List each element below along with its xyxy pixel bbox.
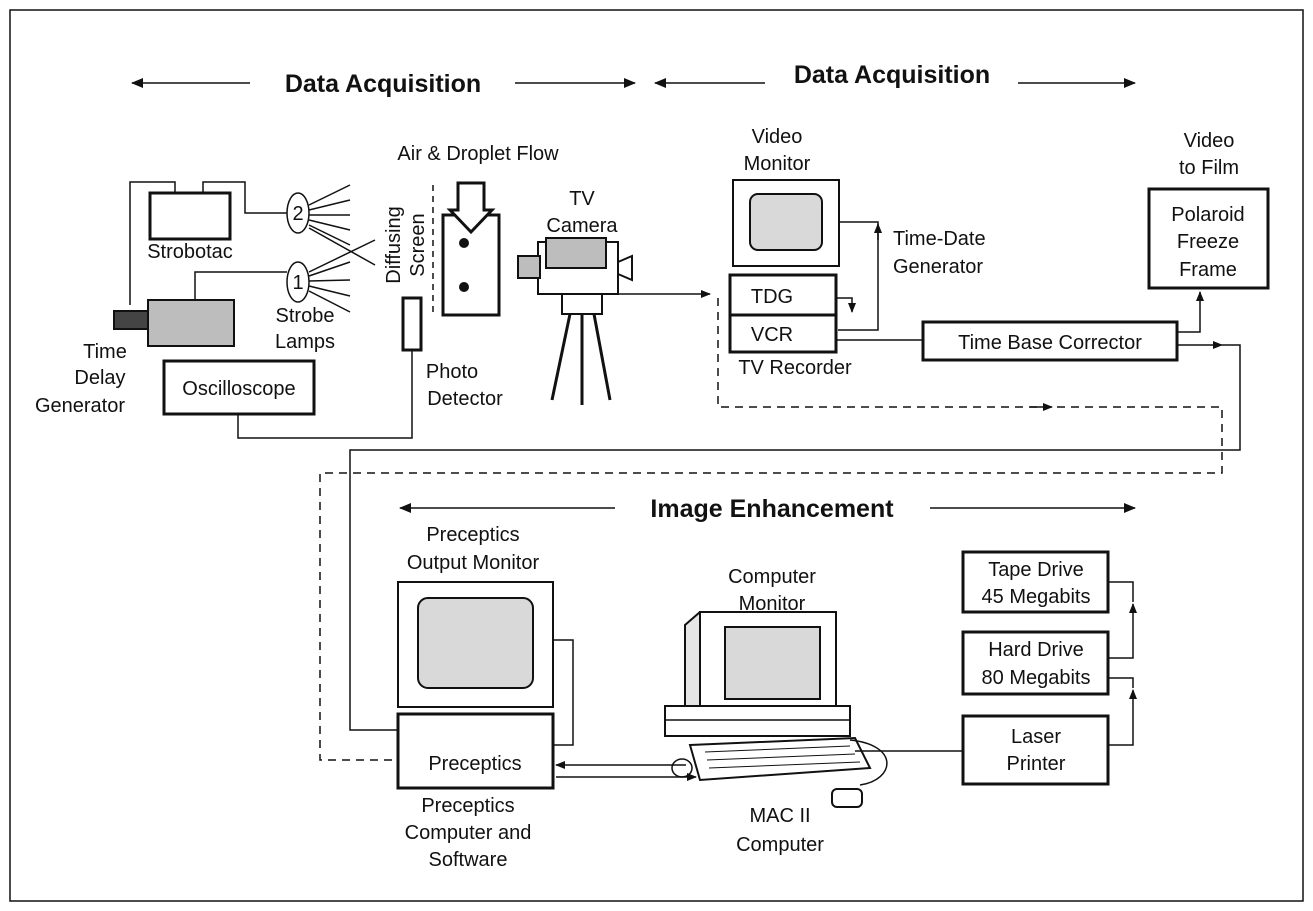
arrow-to-tape (1108, 603, 1137, 659)
header-acquisition-left: Data Acquisition (131, 70, 636, 98)
arrow-to-hard (1108, 689, 1137, 746)
time-base-corrector-label: Time Base Corrector (958, 332, 1142, 354)
strobe-lamps-label-1: Strobe (276, 305, 335, 327)
preceptics-computer-box (396, 712, 555, 790)
vcr-box (728, 313, 838, 354)
header-enhancement: Image Enhancement (399, 495, 1136, 523)
mac-label-1: MAC II (749, 805, 810, 827)
mac-computer (664, 611, 888, 808)
strobotac-box (148, 191, 232, 241)
preceptics-monitor-label-1: Preceptics (426, 524, 519, 546)
video-film-label-1: Video (1184, 130, 1235, 152)
time-date-label-2: Generator (893, 256, 983, 278)
dashed-bypass-line (319, 298, 1223, 761)
wire-tdg-strobotac (129, 181, 176, 305)
tv-camera-label-2: Camera (546, 215, 618, 237)
video-monitor-label-1: Video (752, 126, 803, 148)
time-delay-generator-box (147, 299, 235, 347)
light-rays (308, 184, 376, 313)
preceptics-box-label: Preceptics (428, 753, 521, 775)
time-date-label-1: Time-Date (893, 228, 986, 250)
tdg-label-3: Generator (35, 395, 125, 417)
air-flow-label: Air & Droplet Flow (397, 143, 559, 165)
laser-printer-box (961, 714, 1110, 786)
diffusing-label: Diffusing (383, 206, 405, 283)
polaroid-label-3: Frame (1179, 259, 1237, 281)
vcr-box-label: VCR (751, 324, 793, 346)
computer-monitor-label-2: Monitor (739, 593, 806, 615)
lamp-1-number: 1 (292, 272, 303, 294)
tape-drive-label-2: 45 Megabits (982, 586, 1091, 608)
video-monitor-screen (749, 193, 823, 251)
lamp-2-number: 2 (292, 203, 303, 225)
tdg-label-2: Delay (74, 367, 125, 389)
screen-label: Screen (407, 213, 429, 276)
polaroid-box (1147, 187, 1270, 290)
hard-drive-label-1: Hard Drive (988, 639, 1084, 661)
wire-photodetector-oscilloscope (237, 350, 413, 439)
polaroid-label-1: Polaroid (1171, 204, 1244, 226)
tdg-label-1: Time (83, 341, 127, 363)
wire-tape (1108, 581, 1134, 602)
preceptics-computer-label-2: Computer and (405, 822, 532, 844)
tape-drive-box (961, 550, 1110, 614)
polaroid-label-2: Freeze (1177, 231, 1239, 253)
wire-tbc-preceptics (349, 344, 1241, 731)
time-base-corrector-box (921, 320, 1179, 362)
section-title-enhancement: Image Enhancement (650, 495, 894, 523)
wire-tdg-lamp1 (194, 271, 287, 300)
tape-drive-label-1: Tape Drive (988, 559, 1084, 581)
outer-frame (9, 9, 1304, 902)
strobe-lamp-2 (286, 192, 310, 234)
section-title-acquisition-right: Data Acquisition (794, 61, 990, 89)
hard-drive-box (961, 630, 1110, 696)
computer-monitor-label-1: Computer (728, 566, 816, 588)
video-film-label-2: to Film (1179, 157, 1239, 179)
tv-recorder-label: TV Recorder (738, 357, 852, 379)
strobe-lamps-label-2: Lamps (275, 331, 335, 353)
strobe-lamp-1 (286, 261, 310, 303)
wire-hard (1108, 677, 1134, 688)
video-monitor-label-2: Monitor (744, 153, 811, 175)
wire-tbc-polaroid (1177, 291, 1204, 333)
wire-monitor-preceptics (553, 639, 574, 746)
section-title-acquisition-left: Data Acquisition (285, 70, 481, 98)
photo-detector (401, 296, 423, 352)
wire-monitor-vcr (838, 221, 879, 331)
mac-label-2: Computer (736, 834, 824, 856)
tdg-box (728, 273, 838, 317)
tdg-box-label: TDG (751, 286, 793, 308)
strobotac-label: Strobotac (147, 241, 233, 263)
photo-detector-label-1: Photo (426, 361, 478, 383)
time-delay-generator-knob (113, 310, 149, 330)
header-acquisition-right: Data Acquisition (654, 61, 1136, 89)
flow-arrow (446, 181, 496, 235)
oscilloscope-label: Oscilloscope (182, 378, 295, 400)
tv-camera (517, 237, 633, 405)
tv-camera-label-1: TV (569, 188, 595, 210)
preceptics-output-screen (417, 597, 534, 689)
arrow-tdg-vcr (836, 297, 856, 313)
preceptics-computer-label-1: Preceptics (421, 795, 514, 817)
photo-detector-label-2: Detector (427, 388, 503, 410)
laser-printer-label-1: Laser (1011, 726, 1061, 748)
droplet-1 (459, 238, 469, 248)
preceptics-monitor-label-2: Output Monitor (407, 552, 540, 574)
oscilloscope-box (162, 359, 316, 416)
preceptics-computer-label-3: Software (429, 849, 508, 871)
droplet-2 (459, 282, 469, 292)
hard-drive-label-2: 80 Megabits (982, 667, 1091, 689)
wire-strobotac-lamp2 (202, 181, 287, 214)
laser-printer-label-2: Printer (1007, 753, 1066, 775)
